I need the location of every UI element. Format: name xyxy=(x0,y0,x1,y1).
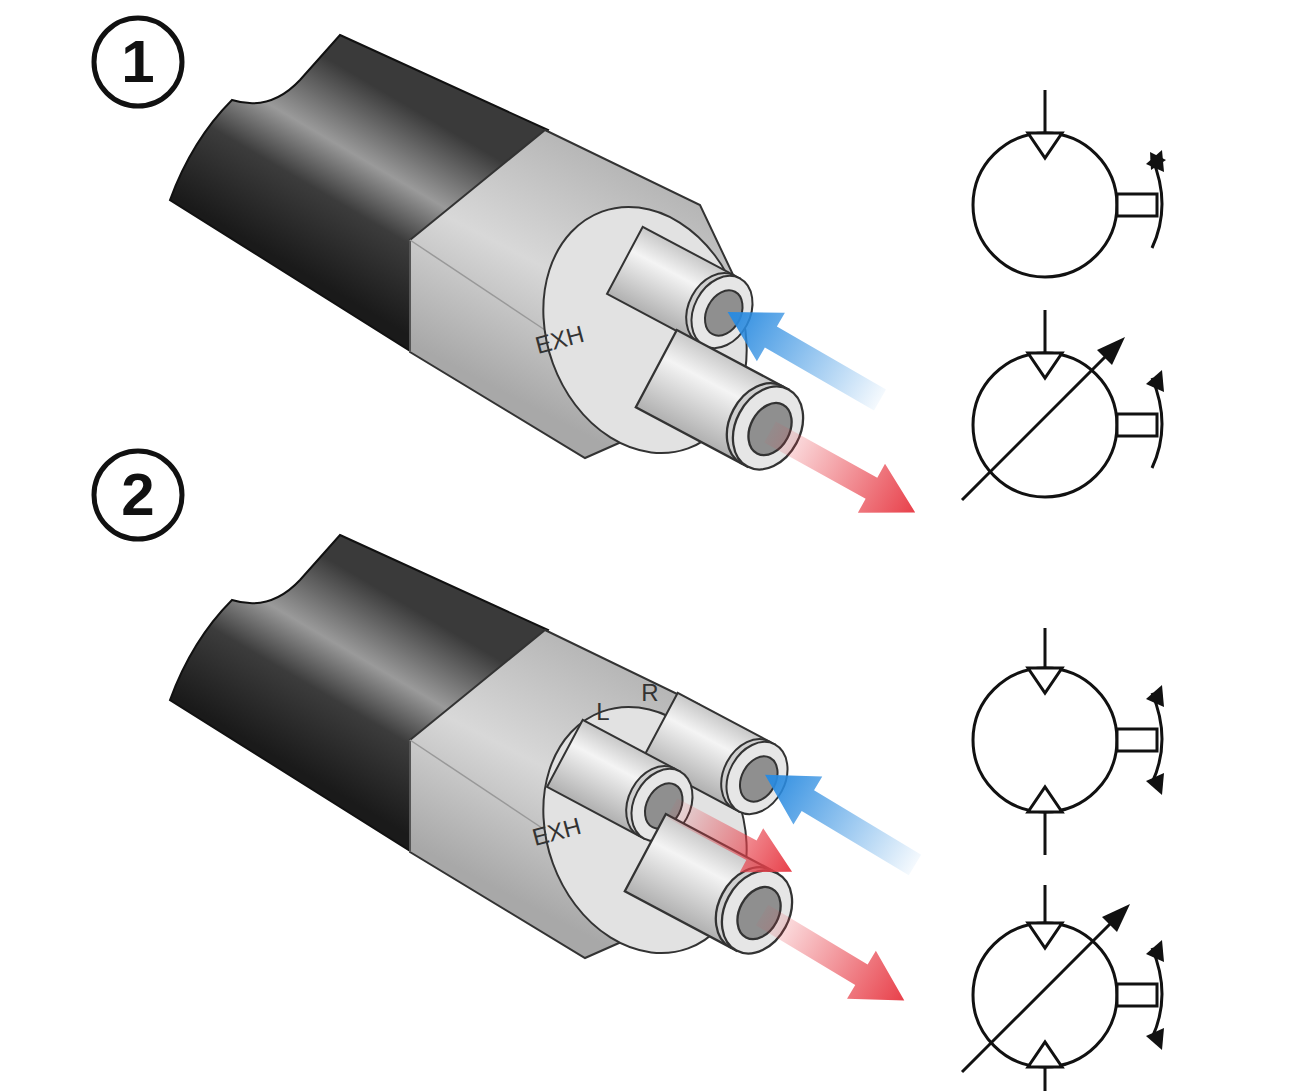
port-label: L xyxy=(596,700,609,724)
callout-number: 1 xyxy=(90,14,186,110)
callout-circle: 1 xyxy=(90,14,186,110)
callout-number: 2 xyxy=(90,447,186,543)
motor-symbols xyxy=(962,90,1166,1091)
callout-circle: 2 xyxy=(90,447,186,543)
port-label: R xyxy=(641,681,658,705)
